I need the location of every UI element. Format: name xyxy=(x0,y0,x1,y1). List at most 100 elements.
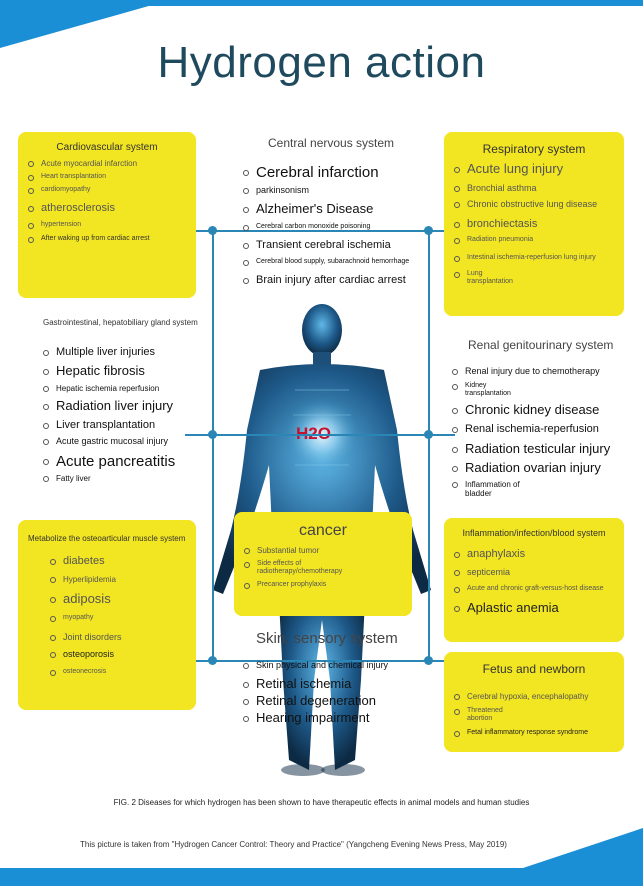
cancer-list: Substantial tumor Side effects of radiot… xyxy=(244,546,402,590)
list-item: Radiation testicular injury xyxy=(452,441,632,457)
page-title: Hydrogen action xyxy=(157,38,486,87)
list-item: diabetes xyxy=(50,555,186,568)
connector-middle xyxy=(185,434,455,436)
h2o-label: H2O xyxy=(296,424,331,444)
gastro-list: Multiple liver injuries Hepatic fibrosis… xyxy=(43,346,203,483)
cancer-title: cancer xyxy=(298,522,348,539)
list-item: Chronic obstructive lung disease xyxy=(454,199,614,209)
cardiovascular-list: Acute myocardial infarction Heart transp… xyxy=(28,159,186,244)
top-accent-bar xyxy=(0,0,643,6)
list-item: Inflammation of bladder xyxy=(452,480,545,498)
fetus-title: Fetus and newborn xyxy=(482,662,586,676)
list-item: Transient cerebral ischemia xyxy=(243,239,443,252)
cardiovascular-title: Cardiovascular system xyxy=(56,142,158,153)
list-item: Retinal ischemia xyxy=(243,676,438,692)
list-item: Radiation ovarian injury xyxy=(452,460,632,476)
list-item: Brain injury after cardiac arrest xyxy=(243,274,443,287)
cardiovascular-box: Cardiovascular system Acute myocardial i… xyxy=(18,132,196,298)
list-item: Fetal inflammatory response syndrome xyxy=(454,729,614,738)
fetus-list: Cerebral hypoxia, encephalopathy Threate… xyxy=(454,692,614,738)
list-item: Intestinal ischemia-reperfusion lung inj… xyxy=(454,254,614,263)
list-item: septicemia xyxy=(454,567,614,577)
inflammation-list: anaphylaxis septicemia Acute and chronic… xyxy=(454,548,614,616)
list-item: Threatened abortion xyxy=(454,707,527,723)
list-item: Hepatic fibrosis xyxy=(43,363,203,379)
list-item: hypertension xyxy=(28,221,186,229)
respiratory-box: Respiratory system Acute lung injury Bro… xyxy=(444,132,624,316)
list-item: Cerebral hypoxia, encephalopathy xyxy=(454,692,614,701)
connector-bottom xyxy=(185,660,455,662)
cns-list: Cerebral infarction parkinsonism Alzheim… xyxy=(243,164,443,287)
cns-title: Central nervous system xyxy=(268,136,395,150)
top-left-accent xyxy=(0,0,170,48)
list-item: myopathy xyxy=(50,614,186,622)
list-item: Liver transplantation xyxy=(43,419,203,432)
list-item: Acute lung injury xyxy=(454,161,614,177)
list-item: Chronic kidney disease xyxy=(452,402,632,418)
list-item: Cerebral blood supply, subarachnoid hemo… xyxy=(243,258,443,267)
bottom-right-accent xyxy=(523,828,643,868)
list-item: anaphylaxis xyxy=(454,548,614,561)
list-item: Fatty liver xyxy=(43,474,203,483)
list-item: Renal injury due to chemotherapy xyxy=(452,366,632,376)
metabolic-title: Metabolize the osteoarticular muscle sys… xyxy=(28,534,186,543)
list-item: Joint disorders xyxy=(50,632,186,642)
list-item: Side effects of radiotherapy/chemotherap… xyxy=(244,560,367,576)
list-item: Precancer prophylaxis xyxy=(244,581,402,590)
renal-title: Renal genitourinary system xyxy=(468,338,614,352)
connector-dot xyxy=(424,226,433,235)
list-item: Acute myocardial infarction xyxy=(28,159,186,168)
list-item: cardiomyopathy xyxy=(28,186,186,195)
list-item: Kidney transplantation xyxy=(452,382,515,398)
list-item: Hearing impairment xyxy=(243,710,438,726)
list-item: Acute and chronic graft-versus-host dise… xyxy=(454,585,614,594)
bottom-accent-bar xyxy=(0,868,643,886)
list-item: Radiation pneumonia xyxy=(454,236,614,245)
list-item: Cerebral carbon monoxide poisoning xyxy=(243,223,443,231)
list-item: Retinal degeneration xyxy=(243,693,438,709)
cancer-box: cancer Substantial tumor Side effects of… xyxy=(234,512,412,616)
list-item: After waking up from cardiac arrest xyxy=(28,235,161,244)
list-item: adiposis xyxy=(50,591,186,607)
connector-left-vertical xyxy=(212,230,214,662)
connector-dot xyxy=(424,430,433,439)
list-item: parkinsonism xyxy=(243,185,443,195)
inflammation-box: Inflammation/infection/blood system anap… xyxy=(444,518,624,642)
respiratory-list: Acute lung injury Bronchial asthma Chron… xyxy=(454,161,614,286)
list-item: Lung transplantation xyxy=(454,270,527,286)
list-item: Multiple liver injuries xyxy=(43,346,203,359)
connector-dot xyxy=(424,656,433,665)
list-item: Acute gastric mucosal injury xyxy=(43,436,203,446)
metabolic-list: diabetes Hyperlipidemia adiposis myopath… xyxy=(50,555,186,676)
list-item: Cerebral infarction xyxy=(243,164,443,181)
list-item: Renal ischemia-reperfusion xyxy=(452,423,632,436)
inflammation-title: Inflammation/infection/blood system xyxy=(462,528,606,538)
connector-dot xyxy=(208,430,217,439)
connector-dot xyxy=(208,226,217,235)
figure-caption: FIG. 2 Diseases for which hydrogen has b… xyxy=(113,798,530,807)
connector-dot xyxy=(208,656,217,665)
fetus-box: Fetus and newborn Cerebral hypoxia, ence… xyxy=(444,652,624,752)
list-item: Substantial tumor xyxy=(244,546,402,555)
list-item: Bronchial asthma xyxy=(454,183,614,193)
respiratory-title: Respiratory system xyxy=(482,142,586,156)
renal-list: Renal injury due to chemotherapy Kidney … xyxy=(452,366,632,498)
list-item: Skin physical and chemical injury xyxy=(243,660,438,670)
list-item: bronchiectasis xyxy=(454,218,614,231)
list-item: Radiation liver injury xyxy=(43,398,203,414)
source-note: This picture is taken from "Hydrogen Can… xyxy=(80,840,507,849)
list-item: Heart transplantation xyxy=(28,173,121,182)
list-item: osteoporosis xyxy=(50,649,186,659)
skin-title: Skin, sensory system xyxy=(256,630,398,647)
list-item: osteonecrosis xyxy=(50,668,186,676)
skin-list: Skin physical and chemical injury Retina… xyxy=(243,660,438,726)
list-item: atherosclerosis xyxy=(28,202,186,215)
list-item: Acute pancreatitis xyxy=(43,453,203,470)
list-item: Hepatic ischemia reperfusion xyxy=(43,384,203,393)
list-item: Alzheimer's Disease xyxy=(243,201,443,217)
connector-top xyxy=(185,230,455,232)
human-body-illustration xyxy=(213,304,431,776)
list-item: Hyperlipidemia xyxy=(50,575,186,584)
list-item: Aplastic anemia xyxy=(454,600,614,616)
connector-right-vertical xyxy=(428,230,430,662)
